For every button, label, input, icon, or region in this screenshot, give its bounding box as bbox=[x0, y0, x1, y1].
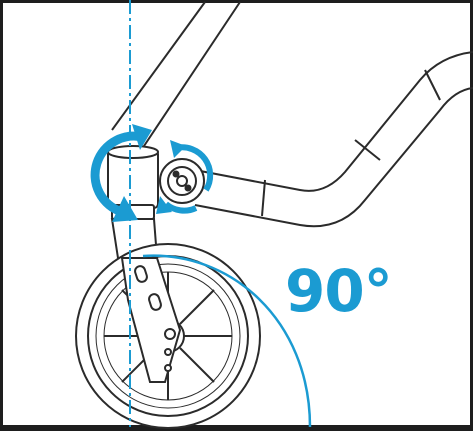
axle-arrow-head-top bbox=[170, 140, 186, 158]
frame-tube-lower bbox=[194, 51, 473, 228]
swivel-arrow-head-top bbox=[132, 124, 152, 150]
swivel-arrow-head-bottom bbox=[112, 196, 138, 222]
frame-tube-upper bbox=[111, 1, 241, 153]
axle-lock-knob bbox=[159, 158, 205, 204]
angle-label: 90° bbox=[285, 257, 393, 325]
caster-swivel-rotation-arrow-icon bbox=[90, 131, 148, 217]
axle-arrow-head-bottom bbox=[156, 196, 172, 214]
angle-arc bbox=[142, 254, 312, 428]
caster-fork-front bbox=[120, 257, 182, 383]
